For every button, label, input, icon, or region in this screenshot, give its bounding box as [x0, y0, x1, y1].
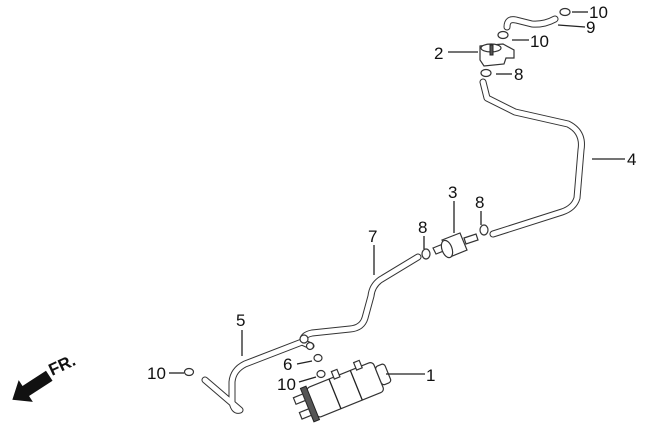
callout-2: 2	[434, 44, 443, 63]
part-3-joint[interactable]	[432, 232, 479, 259]
front-direction-arrow-icon	[12, 370, 53, 402]
part-2-fitting[interactable]	[479, 43, 515, 67]
o-ring-8c[interactable]	[421, 248, 431, 260]
callout-10: 10	[277, 375, 296, 394]
front-direction-label: FR.	[46, 351, 79, 380]
o-ring-10d[interactable]	[183, 367, 195, 377]
callout-8: 8	[475, 193, 484, 212]
hose-9[interactable]	[503, 15, 559, 31]
callout-6: 6	[283, 355, 292, 374]
callout-7: 7	[368, 227, 377, 246]
o-ring-10b[interactable]	[497, 30, 509, 40]
callout-3: 3	[448, 183, 457, 202]
callout-10: 10	[147, 364, 166, 383]
leader-lines	[169, 11, 625, 383]
callout-8: 8	[418, 218, 427, 237]
o-ring-10c[interactable]	[316, 369, 326, 379]
callout-10: 10	[530, 32, 549, 51]
callout-9: 9	[586, 18, 595, 37]
hose-4[interactable]	[479, 78, 585, 238]
callout-4: 4	[627, 150, 636, 169]
hose-5[interactable]	[201, 334, 315, 414]
o-ring-8a[interactable]	[480, 68, 492, 78]
o-ring-8b[interactable]	[479, 224, 489, 236]
hose-7[interactable]	[299, 253, 422, 344]
o-ring-10a[interactable]	[559, 7, 571, 17]
part-1-canister[interactable]	[290, 352, 395, 425]
callout-8: 8	[514, 65, 523, 84]
callout-5: 5	[236, 311, 245, 330]
callout-1: 1	[426, 366, 435, 385]
o-ring-6[interactable]	[313, 353, 323, 363]
callout-10: 10	[589, 3, 608, 22]
